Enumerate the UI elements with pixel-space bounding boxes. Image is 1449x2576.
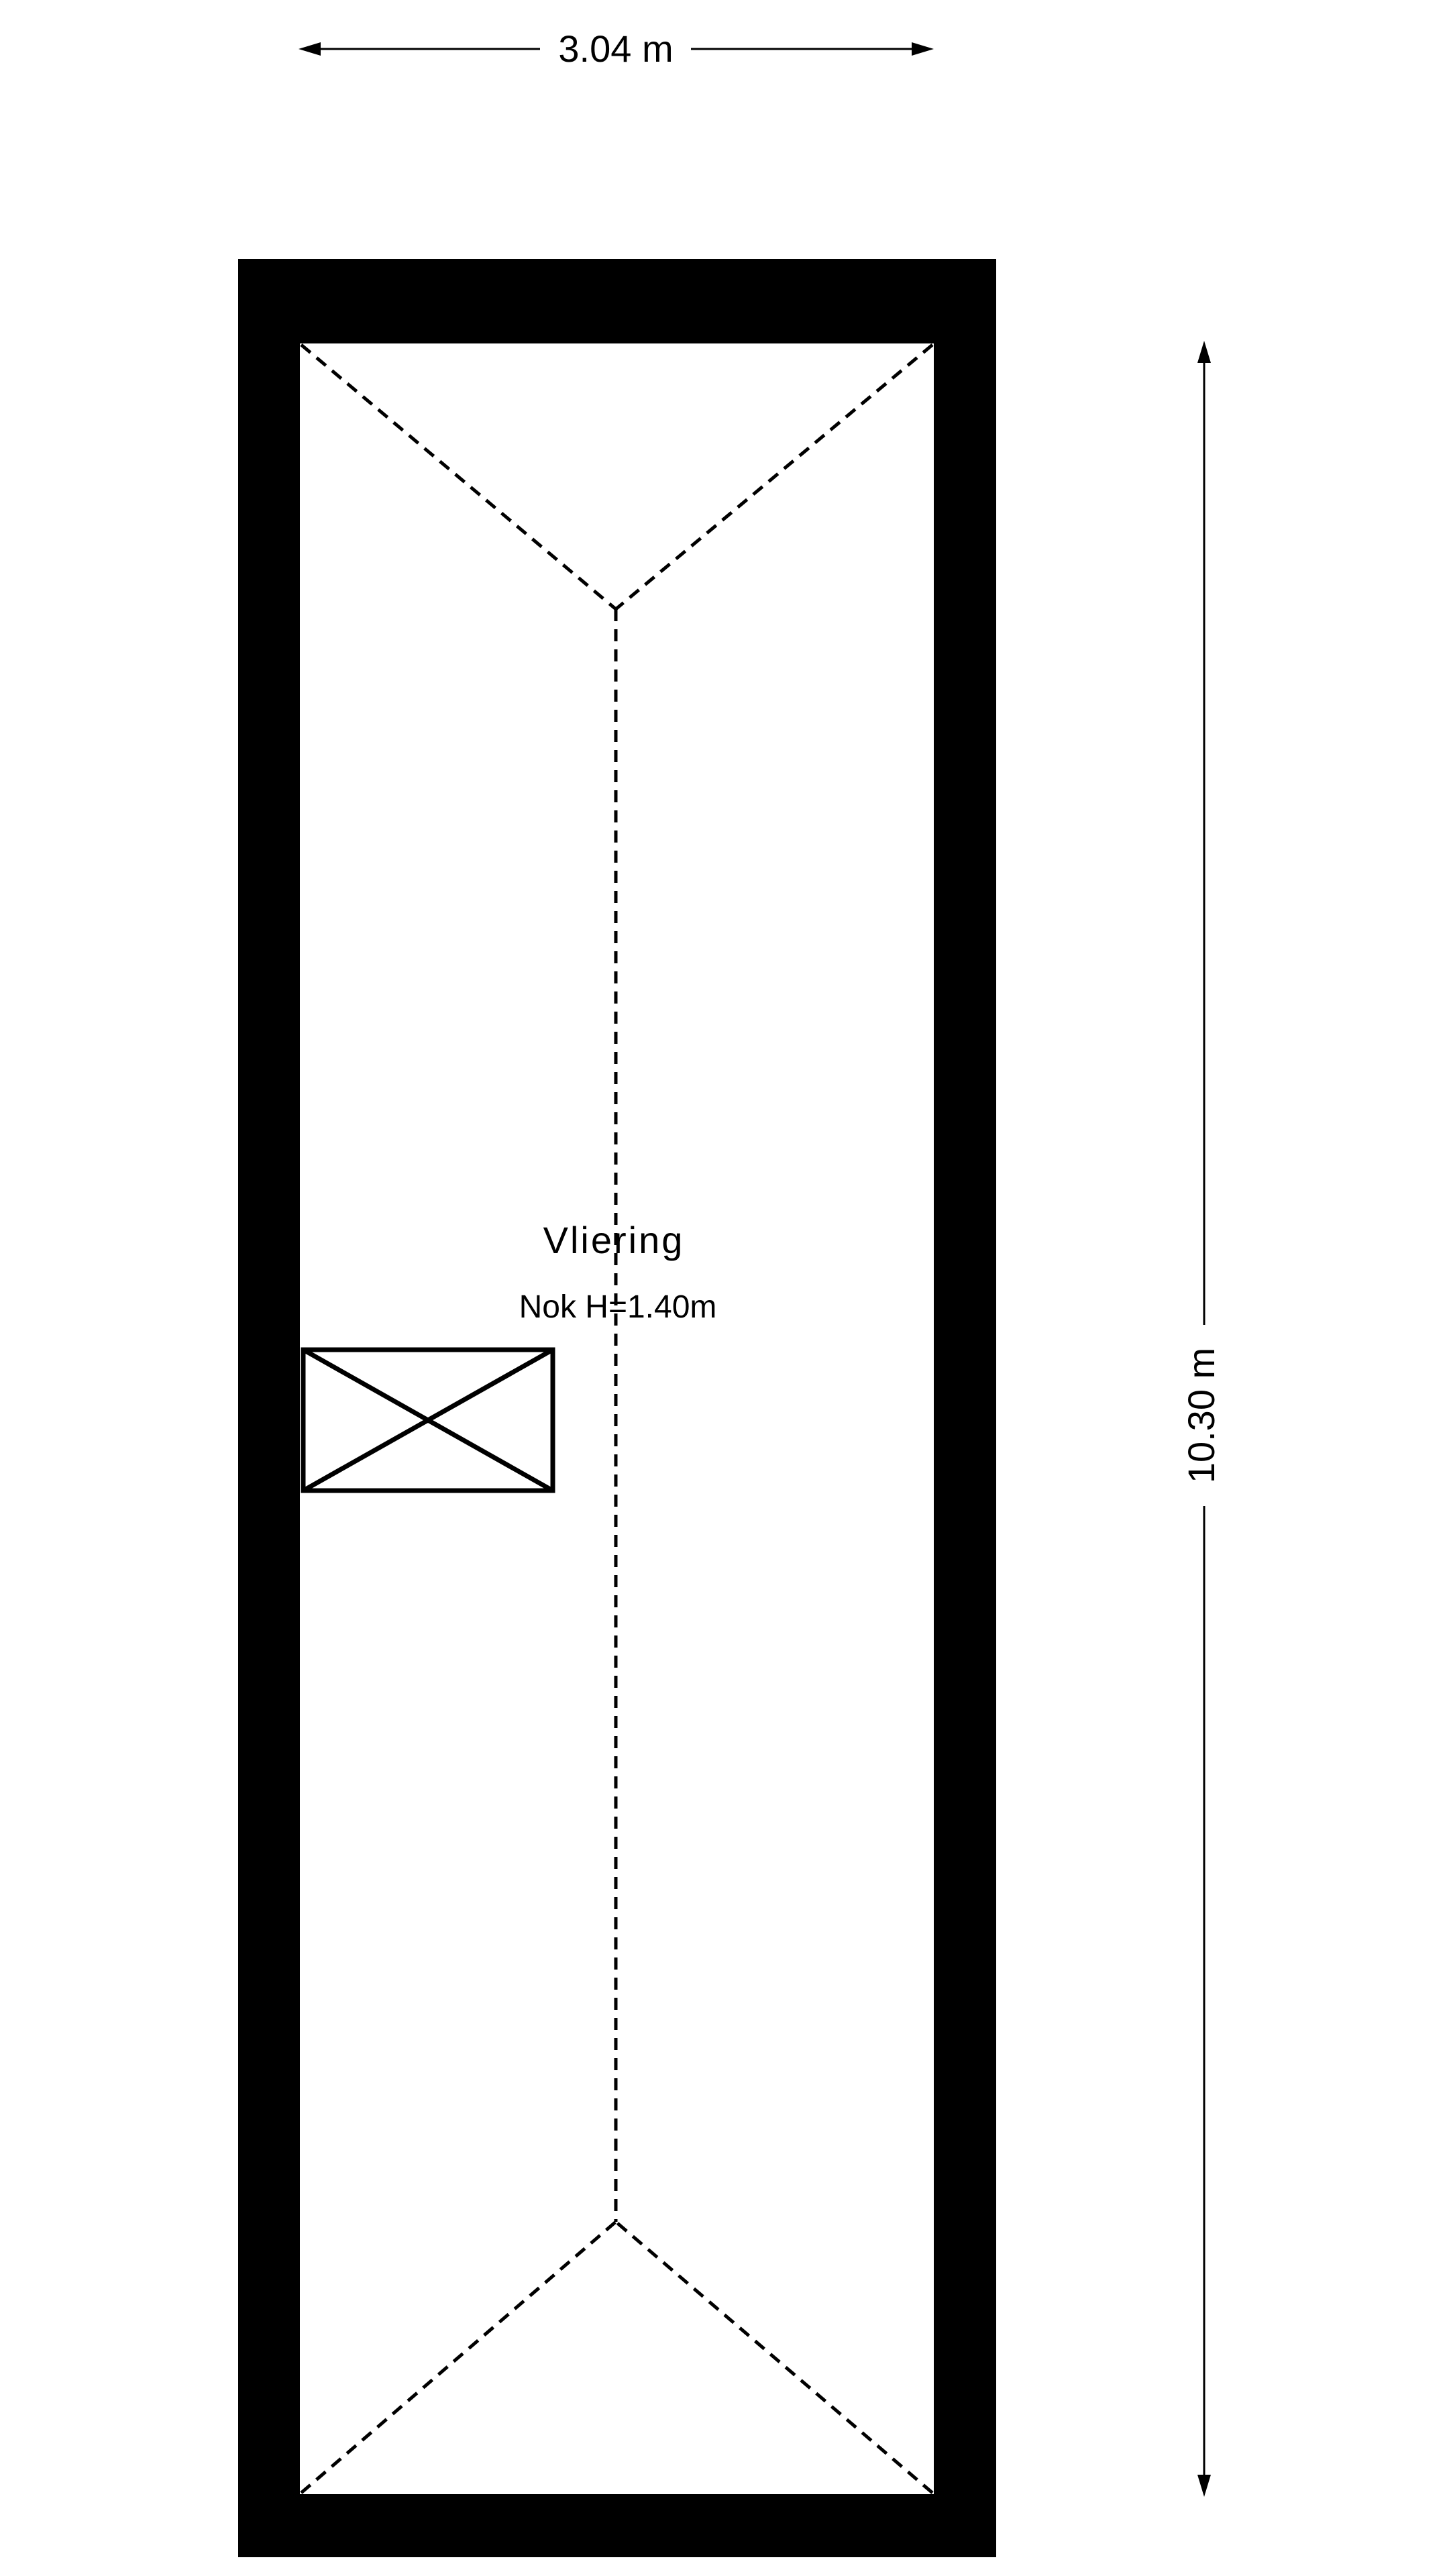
- height-dimension: 10.30 m: [1180, 341, 1222, 2497]
- hip-line-bottom-left: [300, 2220, 617, 2494]
- arrow-right-icon: [912, 42, 934, 56]
- hip-line-bottom-right: [614, 2220, 934, 2494]
- hatch-cross-2: [302, 1347, 554, 1493]
- arrow-left-icon: [299, 42, 321, 56]
- arrow-up-icon: [1197, 341, 1211, 363]
- room-name: Vliering: [543, 1219, 685, 1261]
- width-dimension: 3.04 m: [299, 28, 934, 70]
- room-ridge-height: Nok H=1.40m: [519, 1289, 717, 1325]
- roof-ridge-lines: [300, 343, 934, 2494]
- arrow-down-icon: [1197, 2475, 1211, 2497]
- hip-line-top-left: [300, 343, 617, 610]
- hatch-frame: [301, 1347, 555, 1493]
- height-dimension-label: 10.30 m: [1180, 1348, 1222, 1483]
- attic-hatch: [301, 1347, 555, 1493]
- width-dimension-label: 3.04 m: [558, 28, 673, 70]
- hip-line-top-right: [614, 343, 934, 610]
